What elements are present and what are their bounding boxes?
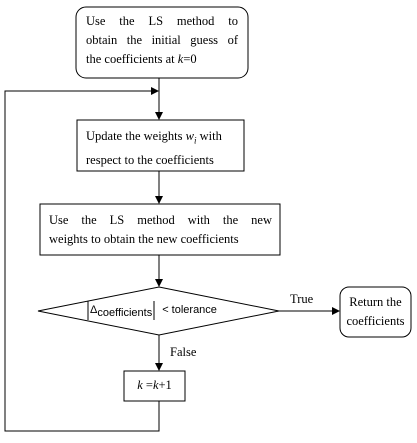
update-line-1: Update the weights wi with: [86, 127, 242, 151]
false-label: False: [170, 345, 197, 359]
update-var-sub-i: i: [193, 135, 197, 146]
start-line-3-prefix: the coefficients at: [86, 52, 178, 66]
update-var-w: w: [185, 129, 194, 143]
update-weights-text: Update the weights wi with respect to th…: [86, 127, 242, 170]
return-box: [339, 286, 412, 338]
return-line-2: coefficients: [346, 314, 405, 328]
start-line-1: Use the LS method to: [86, 14, 238, 28]
increment-box: [123, 370, 186, 402]
ls-new-line-1: Use the LS method with the new: [49, 213, 272, 227]
update-weights-box: [76, 119, 245, 172]
increment-plus: +1: [158, 378, 172, 392]
start-box: [75, 6, 249, 79]
decision-comparison: < tolerance: [162, 304, 217, 316]
ls-new-box: [39, 203, 281, 256]
true-label: True: [290, 292, 314, 306]
update-line-2: respect to the coefficients: [86, 152, 214, 167]
loop-back-line: [4, 87, 160, 432]
ls-new-line-2-text: weights to obtain the new coefficients: [49, 232, 239, 246]
start-var-k: k: [177, 52, 184, 66]
return-line-1: Return the: [349, 295, 402, 309]
increment-text: k =k+1: [124, 376, 185, 395]
delta-symbol: Δ: [90, 304, 98, 316]
ls-new-text: Use the LS method with the new: [49, 211, 272, 230]
decision-condition: Δcoefficients < tolerance: [90, 302, 230, 321]
increment-eq: =: [142, 378, 153, 392]
start-line-3: the coefficients at k=0: [86, 50, 238, 69]
increment-var-k2: k: [152, 378, 159, 392]
ls-new-line-2: weights to obtain the new coefficients: [49, 230, 277, 249]
update-line-1-prefix: Update the weights: [86, 129, 186, 143]
update-line-1-suffix: with: [196, 129, 222, 143]
start-line-2: obtain the initial guess of: [86, 33, 238, 47]
return-box-text: Return the coefficients: [340, 293, 411, 331]
delta-subscript: coefficients: [97, 307, 153, 319]
start-box-text: Use the LS method to obtain the initial …: [86, 12, 238, 50]
increment-var-k1: k: [137, 378, 143, 392]
start-line-3-suffix: =0: [183, 52, 197, 66]
